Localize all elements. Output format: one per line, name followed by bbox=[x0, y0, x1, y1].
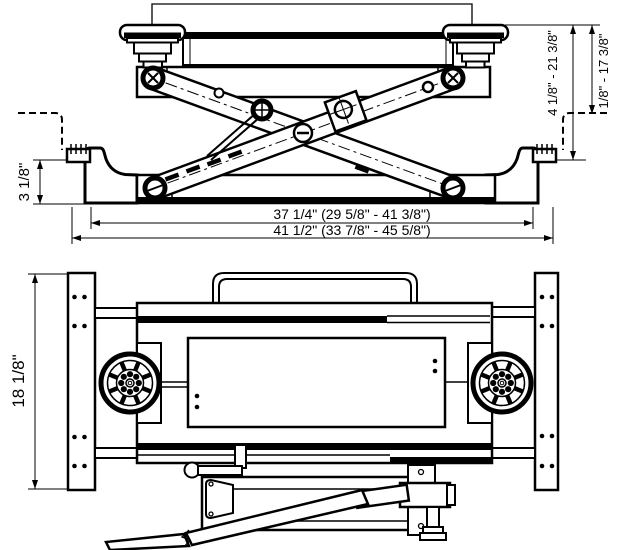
pump-link-bar bbox=[197, 465, 243, 476]
pivot-top-right bbox=[440, 65, 466, 91]
pivot-bottom-left bbox=[142, 175, 168, 201]
arrow-down bbox=[589, 105, 595, 114]
carry-handle-loop bbox=[212, 272, 418, 306]
arrow-left bbox=[91, 220, 100, 226]
cylinder-clevis-pin bbox=[250, 98, 274, 122]
dimension-label-height-above-runway: 1/8" - 17 3/8" bbox=[596, 33, 611, 108]
dimension-height-above-floor: 4 1/8" - 21 3/8" bbox=[505, 24, 600, 161]
top-platform-beam bbox=[182, 32, 454, 66]
dimension-label-overall-width: 18 1/8" bbox=[9, 354, 28, 407]
pivot-bottom-right bbox=[440, 175, 466, 201]
arrow-up bbox=[589, 25, 595, 34]
release-rod bbox=[206, 112, 261, 161]
left-roller-wheel bbox=[101, 354, 159, 412]
hidden-runway-left bbox=[17, 112, 63, 151]
dimension-height-above-runway: 1/8" - 17 3/8" bbox=[589, 25, 611, 114]
pump-mount-tab bbox=[234, 444, 247, 469]
arrow-down bbox=[570, 151, 576, 160]
dimension-base-height: 3 1/8" bbox=[16, 159, 92, 205]
arrow-down bbox=[37, 195, 43, 204]
platform-dots bbox=[194, 358, 438, 410]
left-lift-pad-assembly bbox=[118, 23, 187, 69]
bolt-dots bbox=[72, 294, 87, 469]
arm-hole-right bbox=[421, 80, 435, 94]
arrow-up bbox=[37, 160, 43, 169]
right-roller-wheel bbox=[473, 354, 531, 412]
hydraulic-cylinder-block bbox=[323, 89, 369, 134]
handle-break-mark bbox=[180, 529, 192, 548]
hidden-runway-right bbox=[562, 112, 608, 151]
dimension-label-span-outer: 41 1/2" (33 7/8" - 45 5/8") bbox=[273, 222, 430, 238]
pivot-top-left bbox=[140, 65, 166, 91]
pump-left-mount bbox=[205, 478, 234, 520]
frame-connector-bars bbox=[94, 306, 536, 459]
dimension-span-outer: 41 1/2" (33 7/8" - 45 5/8") bbox=[71, 207, 554, 244]
right-adapter-plate bbox=[533, 271, 560, 492]
pump-handle-end bbox=[104, 532, 191, 550]
right-base-foot bbox=[484, 142, 558, 205]
max-height-reference-line bbox=[151, 3, 473, 25]
arrow-down bbox=[32, 480, 38, 489]
bolt-dots bbox=[539, 294, 555, 469]
arrow-up bbox=[570, 25, 576, 34]
left-base-foot bbox=[65, 142, 139, 205]
arm-tread-plates bbox=[164, 149, 370, 182]
pump-handle bbox=[184, 488, 370, 547]
dimension-label-height-above-floor: 4 1/8" - 21 3/8" bbox=[545, 30, 560, 116]
platform-plate bbox=[161, 336, 468, 429]
dimension-label-base-height: 3 1/8" bbox=[16, 163, 33, 202]
arrow-left bbox=[72, 235, 81, 241]
side-elevation-view: 4 1/8" - 21 3/8" 1/8" - 17 3/8" 3 1/8" 3… bbox=[16, 3, 611, 244]
arrow-up bbox=[32, 274, 38, 283]
hydraulic-pump-unit bbox=[104, 444, 456, 550]
dimension-label-span-inner: 37 1/4" (29 5/8" - 41 3/8") bbox=[273, 206, 430, 222]
arm-hole-left bbox=[213, 87, 225, 99]
arrow-right bbox=[544, 235, 553, 241]
dimension-overall-width: 18 1/8" bbox=[9, 273, 68, 490]
dimension-span-inner: 37 1/4" (29 5/8" - 41 3/8") bbox=[90, 206, 534, 229]
plan-view: 18 1/8" bbox=[9, 271, 560, 550]
left-adapter-plate bbox=[66, 271, 97, 492]
arrow-right bbox=[524, 220, 533, 226]
scissor-mechanism bbox=[140, 65, 466, 201]
pivot-center bbox=[292, 122, 314, 144]
